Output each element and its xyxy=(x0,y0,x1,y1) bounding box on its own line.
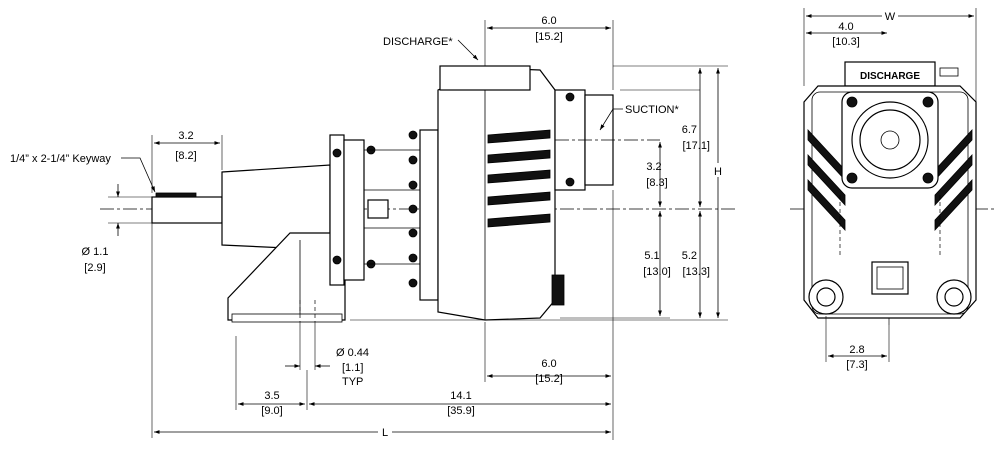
casing-rib xyxy=(487,213,551,228)
suction-bolt xyxy=(565,177,575,187)
dim-bottom-6-value: 6.0 xyxy=(541,358,556,370)
end-view: DISCHARGE xyxy=(790,61,996,325)
keyway xyxy=(155,192,197,198)
dim-3-5-metric: [9.0] xyxy=(261,405,282,417)
discharge-port xyxy=(439,65,531,91)
drain-plug xyxy=(551,274,565,306)
end-foot-hole xyxy=(816,287,836,307)
dim-shaft-3-2-metric: [8.2] xyxy=(175,150,196,162)
dim-5-1-value: 5.1 xyxy=(644,250,659,262)
end-rib xyxy=(807,153,846,207)
end-flange-bolt xyxy=(922,96,934,108)
dim-h-label: H xyxy=(714,166,722,178)
flange-bolt xyxy=(332,255,342,265)
discharge-plate-label: DISCHARGE xyxy=(860,71,920,82)
dim-l-mask xyxy=(378,425,392,439)
backplate-bolt xyxy=(408,253,418,263)
side-view-dimensions: 6.0 [15.2] DISCHARGE* SUCTION* 3.2 [8.2]… xyxy=(10,15,728,440)
dim-w-label: W xyxy=(885,11,896,23)
discharge-leader xyxy=(457,39,479,61)
suction-leader xyxy=(599,108,623,131)
dim-l-label: L xyxy=(382,427,388,439)
coupling xyxy=(367,199,389,219)
end-flange-bolt xyxy=(922,172,934,184)
dim-6-7-value: 6.7 xyxy=(682,124,697,136)
dim-5-1-metric: [13.0] xyxy=(643,266,671,278)
keyway-callout: 1/4” x 2-1/4” Keyway xyxy=(10,153,111,165)
discharge-callout: DISCHARGE* xyxy=(383,36,453,48)
backplate-bolt xyxy=(408,155,418,165)
dim-6-7-metric: [17.1] xyxy=(682,140,710,152)
keyway-leader xyxy=(121,157,156,193)
backplate-bolt xyxy=(408,278,418,288)
end-flange-bolt xyxy=(846,96,858,108)
dim-hole-note: TYP xyxy=(342,376,363,388)
backplate-bolt xyxy=(408,228,418,238)
dim-14-1-value: 14.1 xyxy=(450,390,471,402)
dim-5-2-value: 5.2 xyxy=(682,250,697,262)
dim-suction-3-2-value: 3.2 xyxy=(646,161,661,173)
adapter-plate xyxy=(343,139,365,281)
dim-hole-metric: [1.1] xyxy=(342,362,363,374)
dim-2-8-metric: [7.3] xyxy=(846,359,867,371)
small-plate xyxy=(939,67,959,77)
casing-rib xyxy=(487,169,551,184)
dim-top-6-value: 6.0 xyxy=(541,15,556,27)
dim-3-5-value: 3.5 xyxy=(264,390,279,402)
dim-4-0-value: 4.0 xyxy=(838,21,853,33)
dim-hole-value: Ø 0.44 xyxy=(336,347,369,359)
dim-14-1-metric: [35.9] xyxy=(447,405,475,417)
end-window-inner xyxy=(876,266,904,290)
backplate xyxy=(419,129,439,301)
dim-2-8-value: 2.8 xyxy=(849,344,864,356)
dim-shaft-dia-metric: [2.9] xyxy=(84,262,105,274)
dim-5-2-metric: [13.3] xyxy=(682,266,710,278)
end-flange-bolt xyxy=(846,172,858,184)
end-rib xyxy=(934,178,973,232)
dim-4-0-metric: [10.3] xyxy=(832,36,860,48)
casing-rib xyxy=(487,191,551,206)
end-impeller-hub xyxy=(880,130,900,150)
dim-shaft-dia-value: Ø 1.1 xyxy=(82,246,109,258)
backplate-bolt xyxy=(408,180,418,190)
end-rib xyxy=(807,178,846,232)
foot-base xyxy=(231,313,343,323)
backplate-bolt xyxy=(408,130,418,140)
end-view-dimensions: W 4.0 [10.3] 2.8 [7.3] xyxy=(803,8,977,371)
backplate-bolt xyxy=(408,204,418,214)
suction-callout: SUCTION* xyxy=(625,104,680,116)
casing-rib xyxy=(487,149,551,164)
dim-shaft-3-2-value: 3.2 xyxy=(178,130,193,142)
flange-bolt xyxy=(332,148,342,158)
dim-bottom-6-metric: [15.2] xyxy=(535,373,563,385)
end-foot-hole xyxy=(944,287,964,307)
casing-rib xyxy=(487,129,551,144)
pump-shaft xyxy=(151,196,223,224)
end-rib xyxy=(934,153,973,207)
suction-bolt xyxy=(565,92,575,102)
dim-top-6-metric: [15.2] xyxy=(535,31,563,43)
dim-suction-3-2-metric: [8.3] xyxy=(646,177,667,189)
dim-h-mask xyxy=(711,163,725,177)
dim-w-mask xyxy=(882,9,898,23)
side-view xyxy=(100,65,735,323)
